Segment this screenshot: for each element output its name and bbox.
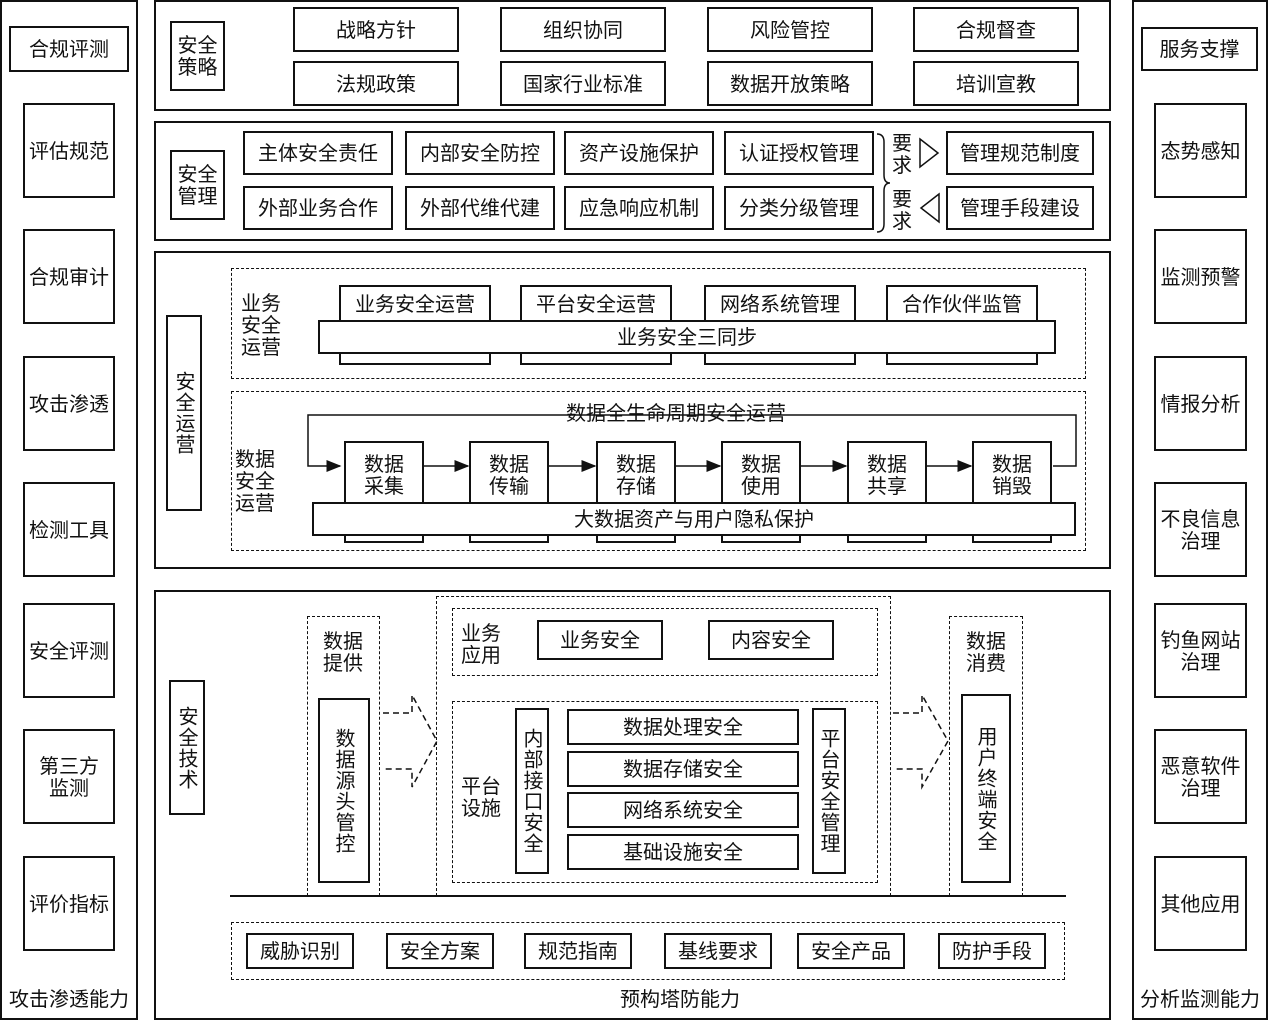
management-item-2: 资产设施保护 xyxy=(564,131,714,175)
management-item-4: 外部业务合作 xyxy=(243,186,393,230)
management-label: 安全 管理 xyxy=(170,150,225,220)
management-item-7: 分类分级管理 xyxy=(724,186,874,230)
strategy-panel xyxy=(154,0,1111,111)
right-item-2: 情报分析 xyxy=(1154,356,1247,451)
management-means-box: 管理手段建设 xyxy=(946,186,1094,230)
left-column-header: 合规评测 xyxy=(9,26,129,72)
data-provide-label: 数据 提供 xyxy=(323,629,363,675)
data-consume-label: 数据 消费 xyxy=(966,629,1006,675)
management-item-0: 主体安全责任 xyxy=(243,131,393,175)
defense-item-4: 安全产品 xyxy=(797,933,905,969)
business-app-label: 业务 应用 xyxy=(461,621,501,667)
user-terminal-box: 用户终端安全 xyxy=(961,694,1011,883)
strategy-label: 安全 策略 xyxy=(170,21,225,91)
requirement-label-bottom: 要 求 xyxy=(892,187,912,233)
platform-item-2: 网络系统安全 xyxy=(567,792,799,828)
right-item-1: 监测预警 xyxy=(1154,229,1247,324)
management-item-3: 认证授权管理 xyxy=(724,131,874,175)
right-item-6: 其他应用 xyxy=(1154,856,1247,951)
business-ops-label: 业务 安全 运营 xyxy=(241,291,281,359)
strategy-item-1: 组织协同 xyxy=(500,7,666,52)
data-ops-region xyxy=(231,391,1086,551)
platform-label: 平台 设施 xyxy=(461,774,501,820)
right-item-5: 恶意软件 治理 xyxy=(1154,729,1247,824)
platform-item-0: 数据处理安全 xyxy=(567,709,799,745)
defense-item-3: 基线要求 xyxy=(664,933,772,969)
strategy-item-2: 风险管控 xyxy=(707,7,873,52)
content-security-box: 内容安全 xyxy=(708,620,834,660)
defense-item-0: 威胁识别 xyxy=(246,933,354,969)
business-security-box: 业务安全 xyxy=(537,620,663,660)
technology-panel xyxy=(154,590,1111,1020)
left-item-4: 安全评测 xyxy=(23,603,115,698)
right-column-panel xyxy=(1132,0,1268,1020)
strategy-item-0: 战略方针 xyxy=(293,7,459,52)
left-item-5: 第三方 监测 xyxy=(23,729,115,824)
privacy-protection-bar: 大数据资产与用户隐私保护 xyxy=(312,502,1076,536)
platform-item-3: 基础设施安全 xyxy=(567,834,799,870)
management-item-1: 内部安全防控 xyxy=(405,131,555,175)
defense-item-2: 规范指南 xyxy=(524,933,632,969)
left-item-1: 合规审计 xyxy=(23,229,115,324)
platform-region xyxy=(452,701,878,883)
strategy-item-5: 国家行业标准 xyxy=(500,61,666,106)
left-column-panel xyxy=(0,0,138,1020)
technology-footer: 预构塔防能力 xyxy=(620,987,740,1011)
right-column-footer: 分析监测能力 xyxy=(1140,987,1260,1011)
defense-toolkit-region xyxy=(231,922,1065,980)
operations-panel xyxy=(154,251,1111,569)
platform-item-1: 数据存储安全 xyxy=(567,751,799,787)
defense-item-5: 防护手段 xyxy=(938,933,1046,969)
technology-label: 安全技术 xyxy=(169,680,205,815)
data-ops-label: 数据 安全 运营 xyxy=(235,447,275,515)
technology-baseline xyxy=(230,895,1066,897)
business-app-region xyxy=(452,608,878,676)
strategy-item-3: 合规督查 xyxy=(913,7,1079,52)
left-item-6: 评价指标 xyxy=(23,856,115,951)
right-item-0: 态势感知 xyxy=(1154,103,1247,198)
defense-item-1: 安全方案 xyxy=(386,933,494,969)
strategy-item-6: 数据开放策略 xyxy=(707,61,873,106)
internal-interface-box: 内部接口安全 xyxy=(515,708,549,874)
right-column-header: 服务支撑 xyxy=(1141,27,1258,71)
management-item-5: 外部代维代建 xyxy=(405,186,555,230)
platform-management-box: 平台安全管理 xyxy=(812,708,846,874)
management-standards-box: 管理规范制度 xyxy=(946,131,1094,175)
operations-label: 安全运营 xyxy=(166,315,202,511)
left-item-3: 检测工具 xyxy=(23,482,115,577)
management-panel xyxy=(154,121,1111,241)
left-column-footer: 攻击渗透能力 xyxy=(9,987,129,1011)
strategy-item-7: 培训宣教 xyxy=(913,61,1079,106)
left-item-2: 攻击渗透 xyxy=(23,356,115,451)
strategy-item-4: 法规政策 xyxy=(293,61,459,106)
management-item-6: 应急响应机制 xyxy=(564,186,714,230)
business-sync-bar: 业务安全三同步 xyxy=(318,320,1056,354)
right-item-4: 钓鱼网站 治理 xyxy=(1154,603,1247,698)
lifecycle-title: 数据全生命周期安全运营 xyxy=(555,402,797,424)
data-source-control-box: 数据源头管控 xyxy=(318,698,370,883)
requirement-label-top: 要 求 xyxy=(892,131,912,177)
right-item-3: 不良信息 治理 xyxy=(1154,482,1247,577)
business-ops-region xyxy=(231,268,1086,379)
left-item-0: 评估规范 xyxy=(23,103,115,198)
